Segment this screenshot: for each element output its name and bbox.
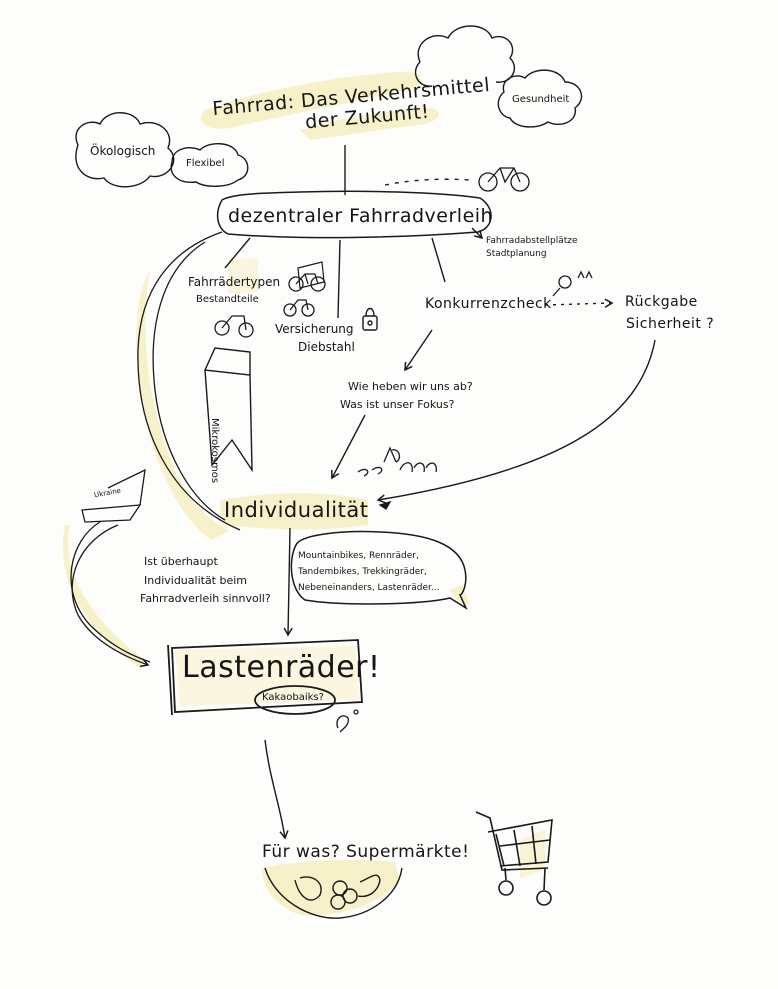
branch-return-line1: Rückgabe xyxy=(625,294,698,310)
bicycle-icon-types xyxy=(288,273,326,292)
bike-box-highlight xyxy=(228,258,258,294)
cloud-gesundheit-label: Gesundheit xyxy=(512,94,570,105)
bicycle-icon-types2 xyxy=(283,299,315,317)
basket-highlight xyxy=(262,860,400,916)
branch-types-line2: Bestandteile xyxy=(196,294,259,305)
individuality-title: Individualität xyxy=(224,498,369,522)
line-to-return xyxy=(544,298,614,308)
question-1: Wie heben wir uns ab? xyxy=(348,380,473,393)
central-node-frame xyxy=(216,190,492,239)
branch-return-line2: Sicherheit ? xyxy=(626,316,715,332)
bicycle-icon-top xyxy=(478,167,530,192)
mikro-banner-label: Mikrokosmos xyxy=(209,418,220,484)
lock-icon xyxy=(362,307,378,331)
bottom-text: Für was? Supermärkte! xyxy=(262,842,470,862)
question-figure xyxy=(336,709,359,733)
branch-insurance-line2: Diebstahl xyxy=(298,340,355,354)
individuality-question-line1: Ist überhaupt xyxy=(144,555,218,568)
branch-competition: Konkurrenzcheck xyxy=(425,296,552,312)
crowd-scribble xyxy=(357,446,437,510)
bubble-line-3: Nebeneinanders, Lastenräder... xyxy=(298,583,440,593)
line-individuality-cargo xyxy=(283,527,293,637)
line-to-insurance xyxy=(337,239,341,319)
dashed-to-bike xyxy=(384,178,471,186)
yellow-highlights xyxy=(62,71,545,916)
cargo-title: Lastenräder! xyxy=(182,650,381,685)
bicycle-icons xyxy=(214,167,530,338)
cloud-oekologisch xyxy=(75,112,175,188)
connectors xyxy=(224,145,656,840)
basket xyxy=(264,867,403,919)
individuality-highlight xyxy=(220,493,368,530)
title-highlight-top xyxy=(201,71,421,129)
fruit-banana xyxy=(357,874,381,898)
cloud-flexibel-label: Flexibel xyxy=(186,158,225,169)
line-return-individuality xyxy=(376,339,656,504)
cloud-flexibel xyxy=(170,143,249,187)
bike-box-icon xyxy=(297,261,325,289)
ukraine-flag xyxy=(81,504,142,523)
line-to-types xyxy=(224,237,251,269)
line-to-sidenote xyxy=(471,227,484,240)
speech-bubble xyxy=(290,530,468,610)
title-highlight-bottom xyxy=(300,108,440,140)
question-2: Was ist unser Fokus? xyxy=(340,398,455,411)
ribbon2-highlight xyxy=(62,525,145,668)
line-questions-individuality xyxy=(330,414,366,480)
shopping-cart-icon xyxy=(475,811,553,906)
line-cargo-bottom xyxy=(264,739,289,840)
cargo-highlight xyxy=(175,646,360,706)
individuality-question-line3: Fahrradverleih sinnvoll? xyxy=(140,592,271,605)
branch-types-line1: Fahrrädertypen xyxy=(188,275,281,289)
mikro-banner xyxy=(204,347,253,473)
bicycle-icon-types3 xyxy=(214,315,254,338)
individuality-question-line2: Individualität beim xyxy=(144,574,248,587)
branch-insurance-line1: Versicherung xyxy=(275,322,354,336)
magnifier-icon xyxy=(552,270,593,297)
bubble-line-2: Tandembikes, Trekkingräder, xyxy=(298,567,427,577)
left-ribbons xyxy=(70,231,241,668)
cloud-gesundheit xyxy=(497,69,583,128)
fruit-pear xyxy=(294,876,322,901)
ribbon-highlight xyxy=(136,270,230,540)
cargo-box xyxy=(167,639,363,716)
cloud-title-left-tail xyxy=(414,61,433,87)
central-side-note-line2: Stadtplanung xyxy=(486,249,547,259)
bubble-line-1: Mountainbikes, Rennräder, xyxy=(298,551,419,561)
clouds xyxy=(75,25,583,188)
central-side-note-line1: Fahrradabstellplätze xyxy=(486,236,578,246)
cargo-subtitle: Kakaobaiks? xyxy=(262,692,324,703)
line-to-questions xyxy=(404,329,433,372)
cloud-oekologisch-label: Ökologisch xyxy=(90,144,156,158)
cloud-title-right xyxy=(417,25,515,83)
central-node-title: dezentraler Fahrradverleih xyxy=(228,205,494,227)
line-to-competition xyxy=(431,237,446,283)
